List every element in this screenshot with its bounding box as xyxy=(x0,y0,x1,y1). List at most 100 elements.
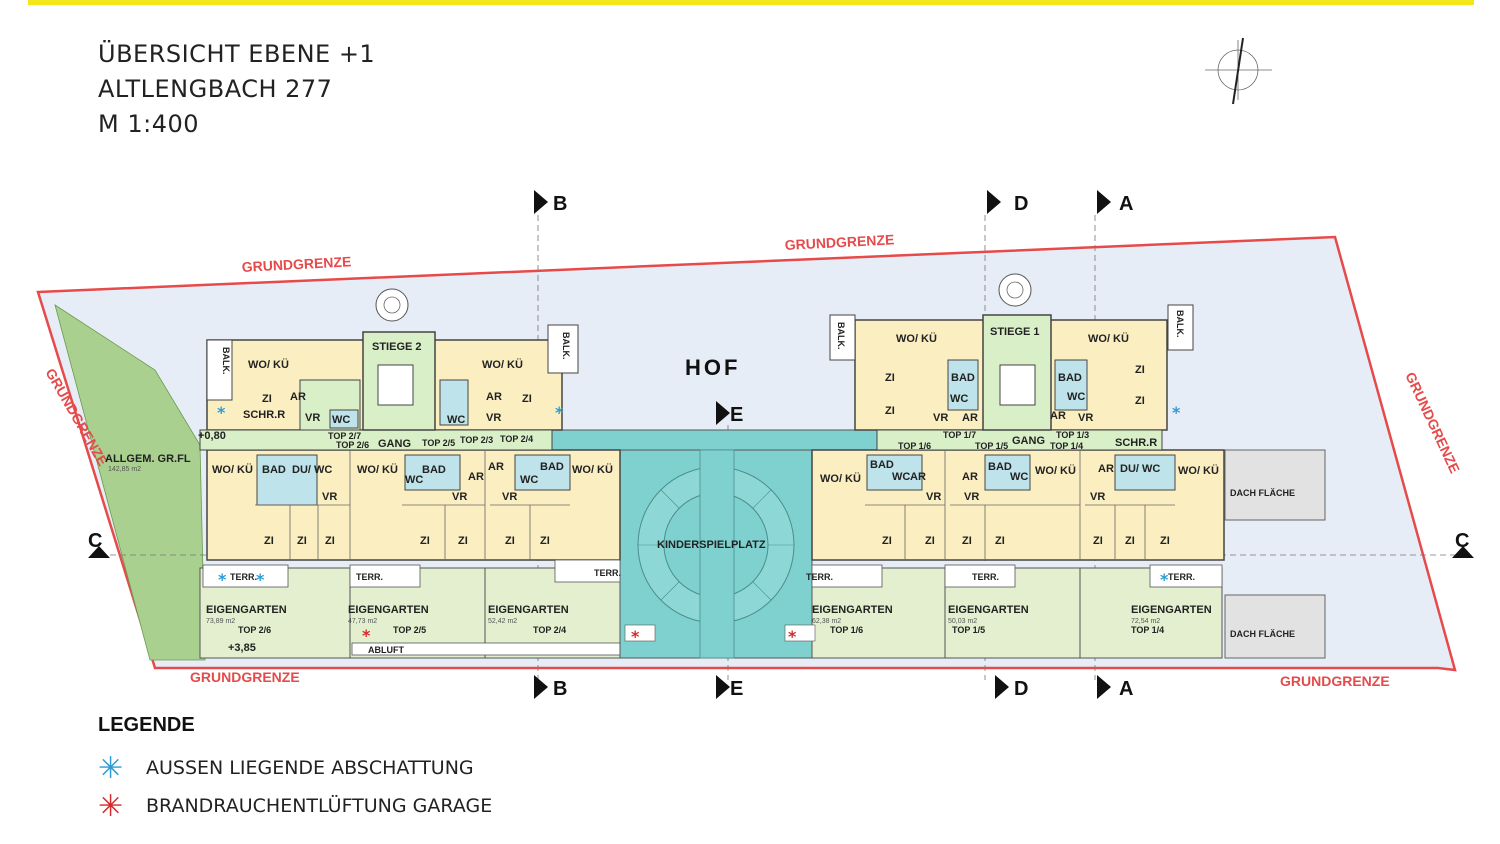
room-vr-label: VR xyxy=(933,412,948,424)
room-zi-label: ZI xyxy=(505,535,515,547)
legend-item-smoke-label: BRANDRAUCHENTLÜFTUNG GARAGE xyxy=(146,795,493,817)
smoke-vent-icon: * xyxy=(631,627,640,646)
unit-label: TOP 2/4 xyxy=(500,434,533,444)
room-ar-label: AR xyxy=(290,391,306,403)
common-area-size: 142,85 m2 xyxy=(108,466,141,473)
room-zi-label: ZI xyxy=(1135,364,1145,376)
room-wc-label: WC xyxy=(332,414,350,426)
unit-label: TOP 1/7 xyxy=(943,430,976,440)
stair-1-label: STIEGE 1 xyxy=(990,326,1040,338)
corridor-label-east: GANG xyxy=(1012,435,1045,447)
tree-icon xyxy=(998,273,1032,307)
plan-title: ÜBERSICHT EBENE +1 xyxy=(98,40,376,68)
room-ar-label: AR xyxy=(1098,463,1114,475)
svg-text:A: A xyxy=(1119,193,1133,215)
terrace-label: TERR. xyxy=(594,568,621,578)
svg-text:C: C xyxy=(88,530,102,552)
unit-label: TOP 1/3 xyxy=(1056,430,1089,440)
common-green-area xyxy=(54,304,206,661)
roof-label-south: DACH FLÄCHE xyxy=(1230,629,1295,639)
svg-text:D: D xyxy=(1014,678,1028,700)
legend-item-shading: ✳AUSSEN LIEGENDE ABSCHATTUNG xyxy=(98,751,474,786)
section-marker-a-top: A xyxy=(1097,190,1133,215)
room-vr-label: VR xyxy=(502,491,517,503)
garden-label: EIGENGARTEN xyxy=(488,604,569,616)
garden-area: 62,38 m2 xyxy=(812,618,841,625)
tree-icon xyxy=(375,288,409,322)
garden-unit-label: TOP 1/4 xyxy=(1131,625,1164,635)
room-vr-label: VR xyxy=(452,491,467,503)
legend-title: LEGENDE xyxy=(98,714,195,736)
room-schr-label: SCHR.R xyxy=(1115,437,1157,449)
room-vr-label: VR xyxy=(305,412,320,424)
unit-label: TOP 2/7 xyxy=(328,431,361,441)
level-mark-lower: +3,85 xyxy=(228,642,256,654)
boundary-label-east: GRUNDGRENZE xyxy=(1402,370,1463,476)
section-marker-e-bottom: E xyxy=(716,675,743,700)
external-shading-icon: ✳ xyxy=(98,751,124,786)
room-balk-label: BALK. xyxy=(836,322,846,350)
garden-label: EIGENGARTEN xyxy=(348,604,429,616)
garden-label: EIGENGARTEN xyxy=(812,604,893,616)
svg-text:D: D xyxy=(1014,193,1028,215)
room-zi-label: ZI xyxy=(540,535,550,547)
room-zi-label: ZI xyxy=(1093,535,1103,547)
room-zi-label: ZI xyxy=(297,535,307,547)
external-shading-icon: * xyxy=(217,403,226,422)
room-vr-label: VR xyxy=(486,412,501,424)
room-vr-label: VR xyxy=(1078,412,1093,424)
terrace-label: TERR. xyxy=(1168,572,1195,582)
room-living-label: WO/ KÜ xyxy=(820,472,861,485)
north-arrow-icon xyxy=(1205,37,1272,105)
room-zi-label: ZI xyxy=(1135,395,1145,407)
legend-item-smoke: ✳ BRANDRAUCHENTLÜFTUNG GARAGE xyxy=(98,789,493,824)
external-shading-icon: * xyxy=(555,403,564,422)
room-wc-label: WC xyxy=(1067,391,1085,403)
corridor-label-west: GANG xyxy=(378,438,411,450)
room-ar-label: AR xyxy=(486,391,502,403)
room-ar-label: AR xyxy=(910,471,926,483)
external-shading-icon: * xyxy=(218,570,227,589)
unit-label: TOP 2/3 xyxy=(460,435,493,445)
unit-label: TOP 1/4 xyxy=(1050,441,1083,451)
room-living-label: WO/ KÜ xyxy=(482,358,523,371)
section-marker-c-left: C xyxy=(88,530,110,558)
room-living-label: WO/ KÜ xyxy=(1178,464,1219,477)
smoke-vent-icon: ✳ xyxy=(98,789,124,824)
room-zi-label: ZI xyxy=(458,535,468,547)
room-bad-label: BAD xyxy=(951,372,975,384)
room-living-label: WO/ KÜ xyxy=(248,358,289,371)
svg-text:E: E xyxy=(730,678,743,700)
section-marker-b-bottom: B xyxy=(534,675,567,700)
section-marker-c-right: C xyxy=(1452,530,1474,558)
central-court xyxy=(551,429,878,659)
room-vr-label: VR xyxy=(926,491,941,503)
room-bad-label: BAD xyxy=(870,459,894,471)
building-stiege-1 xyxy=(811,304,1225,561)
boundary-label-north-west: GRUNDGRENZE xyxy=(241,253,351,275)
room-zi-label: ZI xyxy=(882,535,892,547)
room-bad-label: BAD xyxy=(262,464,286,476)
garden-area: 47,73 m2 xyxy=(348,618,377,625)
garden-label: EIGENGARTEN xyxy=(1131,604,1212,616)
section-marker-b-top: B xyxy=(534,190,567,215)
plan-scale: M 1:400 xyxy=(98,110,199,138)
room-du-wc-label: DU/ WC xyxy=(1120,463,1160,475)
section-marker-d-top: D xyxy=(987,190,1028,215)
terrace-label: TERR. xyxy=(806,572,833,582)
boundary-label-north-east: GRUNDGRENZE xyxy=(784,231,894,253)
unit-label: TOP 1/6 xyxy=(898,441,931,451)
roof-area-north xyxy=(1224,449,1326,521)
room-living-label: WO/ KÜ xyxy=(357,463,398,476)
stair-2-label: STIEGE 2 xyxy=(372,341,422,353)
room-du-wc-label: DU/ WC xyxy=(292,464,332,476)
room-zi-label: ZI xyxy=(962,535,972,547)
section-marker-a-bottom: A xyxy=(1097,675,1133,700)
room-vr-label: VR xyxy=(964,491,979,503)
room-balk-label: BALK. xyxy=(561,332,571,360)
room-wc-label: WC xyxy=(1010,471,1028,483)
plan-address: ALTLENGBACH 277 xyxy=(98,75,333,103)
exhaust-label: ABLUFT xyxy=(368,645,404,655)
svg-text:B: B xyxy=(553,678,567,700)
